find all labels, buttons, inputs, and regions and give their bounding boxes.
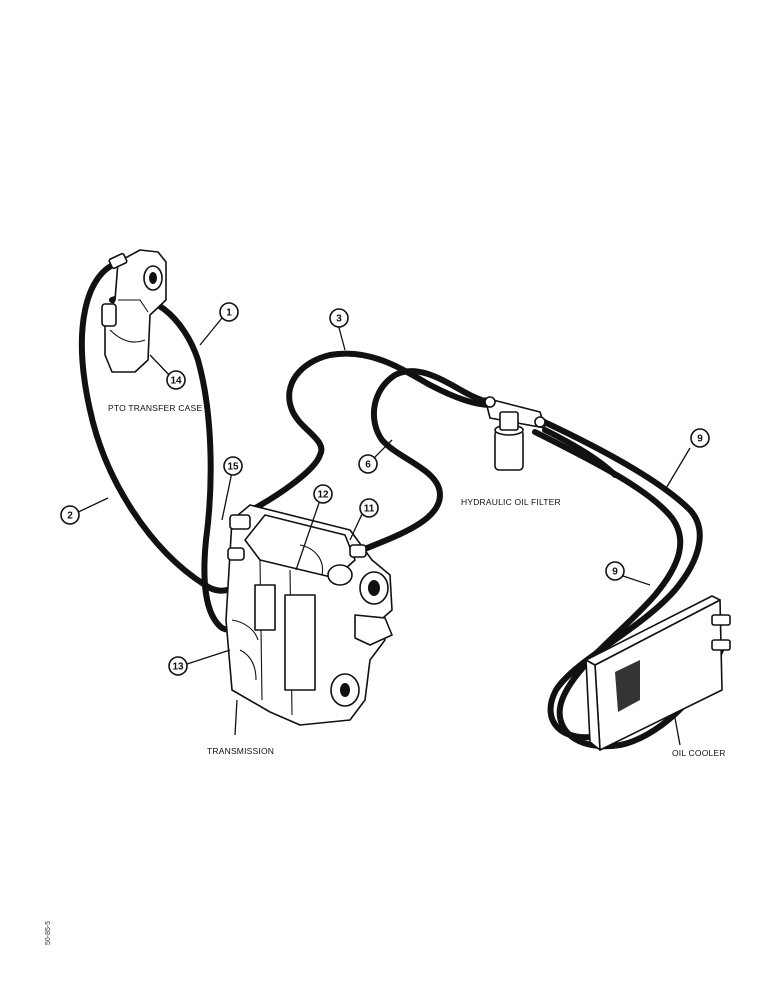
label-oil-cooler: OIL COOLER: [672, 748, 726, 758]
callout-1-number: 1: [226, 308, 232, 319]
callout-15: 15: [223, 456, 243, 476]
hose-1: [109, 293, 243, 633]
figure-code: 50-85-5: [45, 921, 52, 945]
callout-2: 2: [60, 505, 80, 525]
callout-2-number: 2: [67, 511, 73, 522]
callout-13: 13: [168, 656, 188, 676]
callout-1: 1: [219, 302, 239, 322]
callout-9-lower: 9: [605, 561, 625, 581]
hose-6: [359, 368, 498, 553]
callout-9-lower-number: 9: [612, 567, 618, 578]
callout-15-number: 15: [227, 462, 239, 473]
callout-6-number: 6: [365, 460, 371, 471]
pto-transfer-case: [101, 249, 167, 373]
label-pto-transfer-case: PTO TRANSFER CASE: [108, 403, 202, 413]
leader-lines: [71, 317, 691, 746]
callout-11: 11: [359, 498, 379, 518]
callout-12-number: 12: [317, 490, 329, 501]
hose-3: [245, 350, 493, 515]
callout-12: 12: [313, 484, 333, 504]
callout-9-upper-number: 9: [697, 434, 703, 445]
hydraulic-oil-filter: [484, 396, 546, 471]
oil-cooler: [585, 595, 731, 751]
label-transmission: TRANSMISSION: [207, 746, 274, 756]
callout-6: 6: [358, 454, 378, 474]
hose-9-crossover: [542, 427, 618, 478]
callout-3: 3: [329, 308, 349, 328]
callout-14-number: 14: [170, 376, 182, 387]
callout-13-number: 13: [172, 662, 184, 673]
callout-11-number: 11: [364, 504, 375, 515]
hose-9-lower: [532, 429, 725, 750]
label-hydraulic-oil-filter: HYDRAULIC OIL FILTER: [461, 497, 561, 507]
callout-9-upper: 9: [690, 428, 710, 448]
callout-3-number: 3: [336, 314, 342, 325]
callout-14: 14: [166, 370, 186, 390]
transmission: [225, 504, 393, 726]
hose-2: [78, 259, 235, 594]
